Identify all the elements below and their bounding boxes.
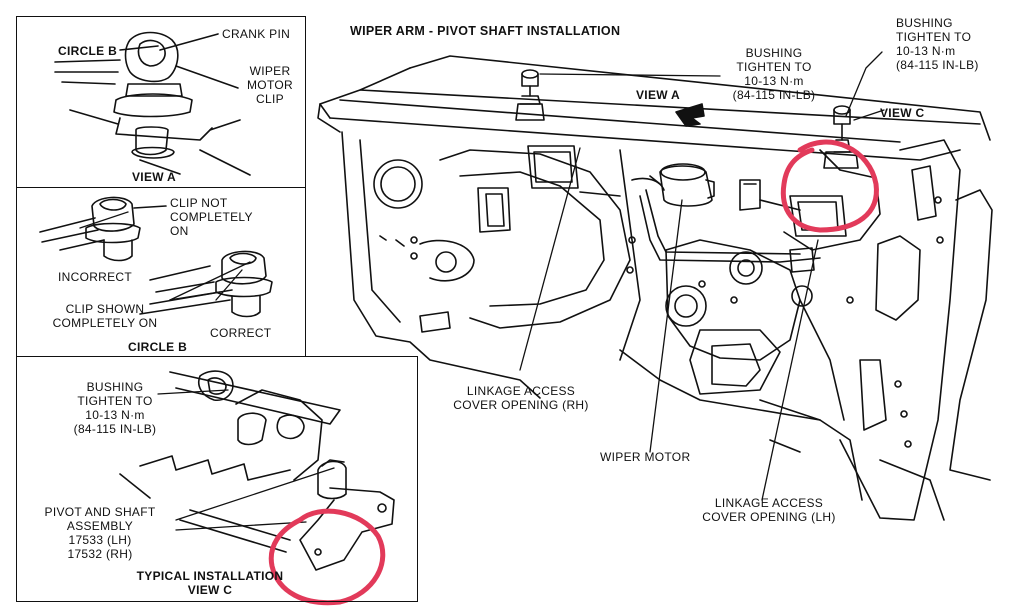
view-c-bushing-line-3: 10-13 N·m bbox=[85, 408, 145, 422]
bushing-center-label: BUSHING TIGHTEN TO 10-13 N·m (84-115 IN-… bbox=[722, 46, 826, 102]
clip-shown-line-2: COMPLETELY ON bbox=[52, 316, 158, 330]
view-c-bushing-line-1: BUSHING bbox=[86, 380, 144, 394]
clip-not-line-1: CLIP NOT bbox=[170, 196, 228, 210]
leader-lines bbox=[79, 51, 885, 531]
view-c-pivot-drawing bbox=[119, 370, 395, 571]
clip-not-line-3: ON bbox=[170, 224, 189, 238]
diagram-title: WIPER ARM - PIVOT SHAFT INSTALLATION bbox=[350, 24, 621, 38]
view-a-marker-label: VIEW A bbox=[636, 88, 681, 102]
clip-not-line-2: COMPLETELY bbox=[170, 210, 253, 224]
view-c-caption: TYPICAL INSTALLATION VIEW C bbox=[120, 569, 300, 597]
linkage-lh-line-2: COVER OPENING (LH) bbox=[702, 510, 836, 524]
bushing-center-line-2: TIGHTEN TO bbox=[736, 60, 812, 74]
linkage-rh-line-2: COVER OPENING (RH) bbox=[453, 398, 589, 412]
bushing-right-line-4: (84-115 IN-LB) bbox=[896, 58, 979, 72]
linkage-lh-line-1: LINKAGE ACCESS bbox=[714, 496, 824, 510]
view-a-caption: VIEW A bbox=[132, 170, 177, 184]
bushing-center-line-1: BUSHING bbox=[745, 46, 803, 60]
incorrect-label: INCORRECT bbox=[58, 270, 133, 284]
correct-label: CORRECT bbox=[210, 326, 272, 340]
red-circle-view-c bbox=[268, 508, 386, 606]
bushing-right-line-3: 10-13 N·m bbox=[896, 44, 956, 58]
view-c-bushing-line-4: (84-115 IN-LB) bbox=[73, 422, 157, 436]
view-c-caption-line-1: TYPICAL INSTALLATION bbox=[136, 569, 284, 583]
clip-shown-line-1: CLIP SHOWN bbox=[65, 302, 145, 316]
linkage-access-lh-label: LINKAGE ACCESS COVER OPENING (LH) bbox=[694, 496, 844, 524]
circle-b-callout: CIRCLE B bbox=[58, 44, 118, 58]
linkage-access-rh-label: LINKAGE ACCESS COVER OPENING (RH) bbox=[446, 384, 596, 412]
bushing-right-line-1: BUSHING bbox=[896, 16, 953, 30]
view-c-marker-label: VIEW C bbox=[880, 106, 925, 120]
circle-b-caption: CIRCLE B bbox=[128, 340, 188, 354]
clip-shown-completely-on-label: CLIP SHOWN COMPLETELY ON bbox=[40, 302, 170, 330]
pivot-shaft-line-3: 17533 (LH) bbox=[68, 533, 132, 547]
crank-pin-label: CRANK PIN bbox=[222, 27, 291, 41]
wiper-motor-clip-line-2: MOTOR bbox=[247, 78, 293, 92]
view-c-caption-line-2: VIEW C bbox=[187, 583, 233, 597]
wiper-motor-label: WIPER MOTOR bbox=[600, 450, 691, 464]
view-c-bushing-label: BUSHING TIGHTEN TO 10-13 N·m (84-115 IN-… bbox=[60, 380, 170, 436]
wiper-motor-clip-line-1: WIPER bbox=[249, 64, 291, 78]
pivot-shaft-assembly-label: PIVOT AND SHAFT ASSEMBLY 17533 (LH) 1753… bbox=[30, 505, 170, 561]
clip-not-completely-on-label: CLIP NOT COMPLETELY ON bbox=[170, 196, 253, 238]
view-a-clip-drawing bbox=[54, 31, 251, 176]
bushing-right-label: BUSHING TIGHTEN TO 10-13 N·m (84-115 IN-… bbox=[896, 16, 979, 72]
bushing-center-line-3: 10-13 N·m bbox=[744, 74, 804, 88]
circle-b-clip-drawings bbox=[39, 196, 273, 318]
bushing-right-line-2: TIGHTEN TO bbox=[896, 30, 972, 44]
wiper-motor-clip-line-3: CLIP bbox=[256, 92, 284, 106]
firewall-assembly-drawing bbox=[317, 55, 993, 521]
red-circle-right-pivot bbox=[780, 139, 879, 233]
red-annotation-marks bbox=[268, 139, 879, 606]
pivot-shaft-line-1: PIVOT AND SHAFT bbox=[44, 505, 156, 519]
view-c-bushing-line-2: TIGHTEN TO bbox=[77, 394, 153, 408]
pivot-shaft-line-2: ASSEMBLY bbox=[66, 519, 134, 533]
linkage-rh-line-1: LINKAGE ACCESS bbox=[466, 384, 576, 398]
view-c-panel bbox=[16, 356, 418, 602]
pivot-shaft-line-4: 17532 (RH) bbox=[67, 547, 133, 561]
wiper-motor-clip-label: WIPER MOTOR CLIP bbox=[240, 64, 300, 106]
bushing-center-line-4: (84-115 IN-LB) bbox=[732, 88, 816, 102]
